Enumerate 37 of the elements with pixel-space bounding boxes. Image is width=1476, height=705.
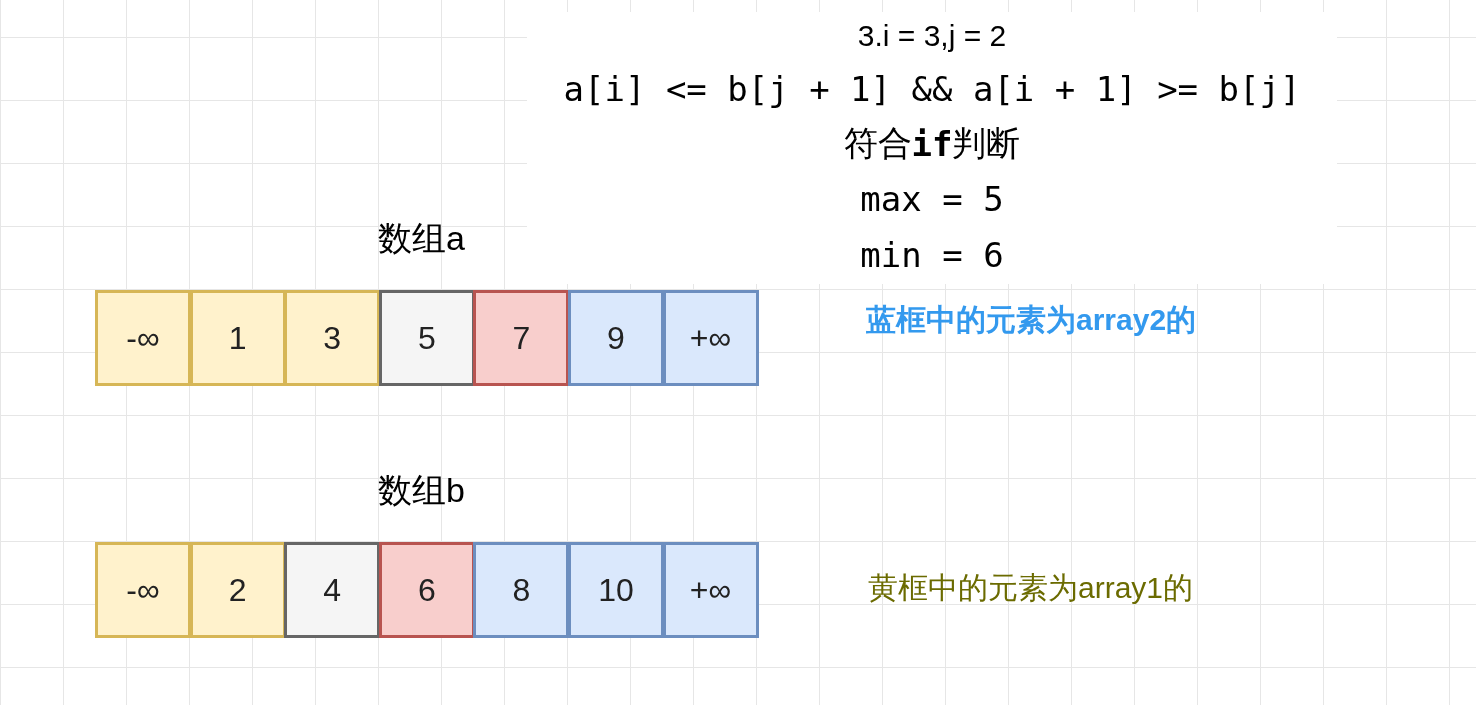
- note-line: min = 6: [860, 234, 1004, 277]
- cell-value: +∞: [689, 319, 732, 357]
- array-cell: [189, 290, 286, 386]
- cell-value: +∞: [689, 571, 732, 609]
- array-cell: [95, 290, 191, 386]
- note-line: 符合if判断: [843, 122, 1021, 166]
- array-title: 数组b: [378, 470, 465, 511]
- array-cell: [568, 290, 664, 386]
- cell-value: -∞: [126, 571, 160, 609]
- note-line: 3.i = 3,j = 2: [857, 18, 1007, 54]
- array-cell: [662, 542, 759, 638]
- cell-value: 7: [512, 319, 531, 357]
- array-cell: [378, 542, 475, 638]
- array-cell: [189, 542, 286, 638]
- note-text: 蓝框中的元素为array2的: [866, 302, 1197, 338]
- cell-value: 4: [323, 571, 342, 609]
- array-cell: [284, 290, 381, 386]
- array-cell: [473, 542, 570, 638]
- cell-value: 1: [228, 319, 247, 357]
- array-cell: [473, 290, 570, 386]
- cell-value: 9: [607, 319, 625, 357]
- note-text: 黄框中的元素为array1的: [868, 570, 1194, 606]
- array-title: 数组a: [378, 218, 465, 259]
- cell-value: 2: [228, 571, 247, 609]
- array-cell: [662, 290, 759, 386]
- array-cell: [95, 542, 191, 638]
- array-cell: [378, 290, 475, 386]
- note-line: max = 5: [860, 178, 1004, 221]
- cell-value: -∞: [126, 319, 160, 357]
- cell-value: 8: [512, 571, 531, 609]
- array-cell: [284, 542, 381, 638]
- note-line: a[i] <= b[j + 1] && a[i + 1] >= b[j]: [563, 68, 1301, 111]
- cell-value: 10: [598, 571, 634, 609]
- cell-value: 6: [417, 571, 436, 609]
- cell-value: 5: [417, 319, 436, 357]
- cell-value: 3: [323, 319, 342, 357]
- array-cell: [568, 542, 664, 638]
